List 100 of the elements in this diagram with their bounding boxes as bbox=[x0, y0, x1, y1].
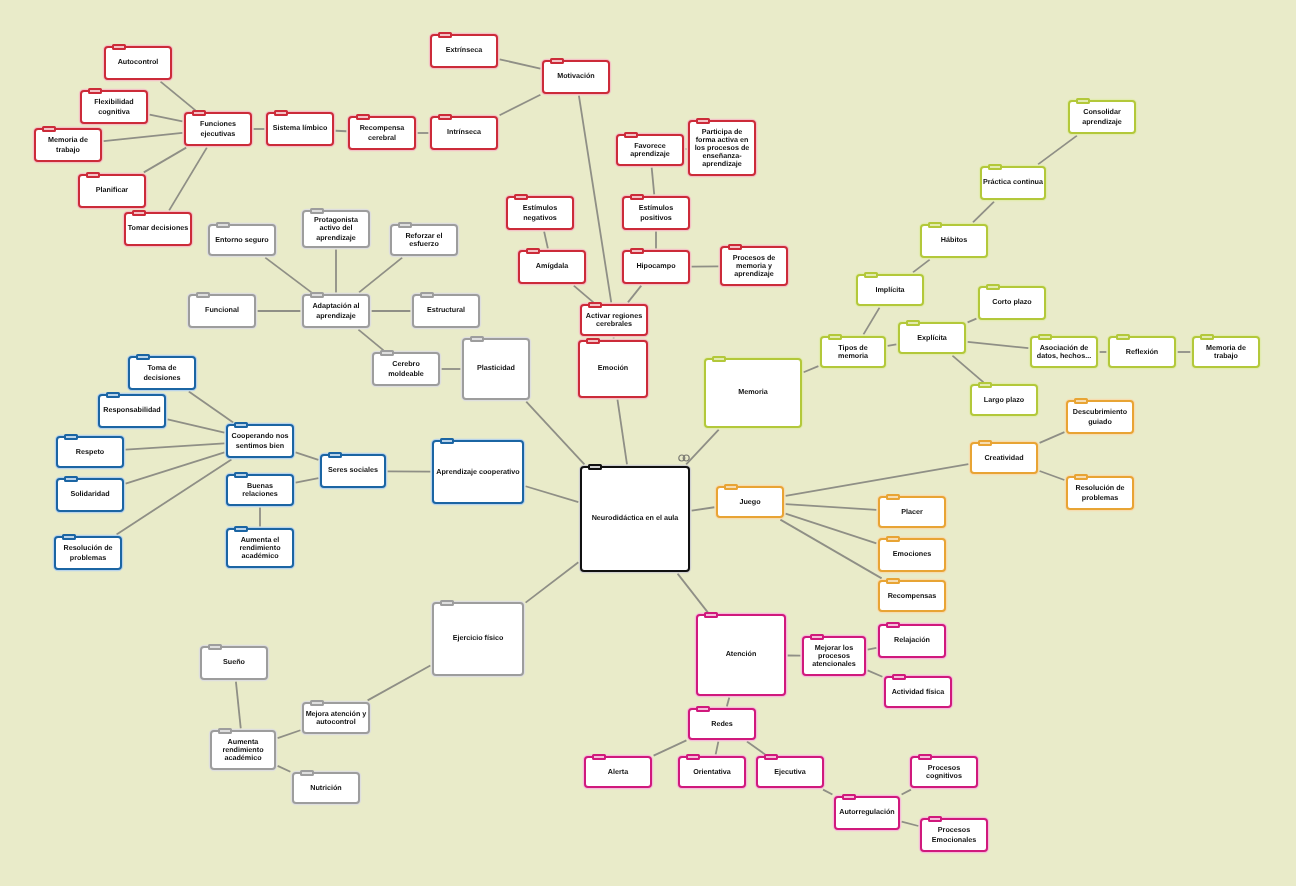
topic-box bbox=[898, 322, 966, 354]
connector-line bbox=[386, 470, 432, 473]
connector-line bbox=[616, 398, 628, 466]
topic-box bbox=[208, 224, 276, 256]
topic-box bbox=[226, 528, 294, 568]
connector-line bbox=[124, 451, 226, 485]
topic-box bbox=[54, 536, 122, 570]
connector-line bbox=[650, 166, 656, 196]
topic-box bbox=[348, 116, 416, 150]
topic-box bbox=[1030, 336, 1098, 368]
connector-line bbox=[866, 646, 878, 651]
topic-box bbox=[34, 128, 102, 162]
topic-box bbox=[720, 246, 788, 286]
connector-line bbox=[784, 512, 878, 545]
connector-line bbox=[370, 310, 412, 312]
topic-box bbox=[970, 442, 1038, 474]
topic-box bbox=[622, 196, 690, 230]
connector-line bbox=[543, 230, 549, 250]
connector-line bbox=[1176, 351, 1192, 353]
connector-line bbox=[746, 740, 766, 756]
topic-box bbox=[78, 174, 146, 208]
topic-box bbox=[1066, 400, 1134, 434]
topic-box bbox=[506, 196, 574, 230]
connector-line bbox=[627, 284, 643, 304]
topic-box bbox=[98, 394, 166, 428]
topic-box bbox=[580, 304, 648, 336]
main-topic-box bbox=[462, 338, 530, 400]
connector-line bbox=[1038, 431, 1066, 444]
topic-box bbox=[878, 538, 946, 572]
topic-box bbox=[878, 580, 946, 612]
main-topic-box bbox=[432, 440, 524, 504]
connector-line bbox=[187, 390, 235, 424]
connector-line bbox=[148, 113, 184, 123]
topic-box bbox=[920, 818, 988, 852]
topic-box bbox=[430, 116, 498, 150]
connector-line bbox=[276, 764, 292, 773]
topic-box bbox=[200, 646, 268, 680]
topic-box bbox=[920, 224, 988, 258]
topic-box bbox=[820, 336, 886, 368]
main-topic-box bbox=[578, 340, 648, 398]
connector-line bbox=[335, 248, 337, 294]
topic-box bbox=[412, 294, 480, 328]
topic-box bbox=[542, 60, 610, 94]
connector-line bbox=[102, 131, 184, 143]
connector-line bbox=[578, 94, 613, 304]
connector-line bbox=[862, 306, 881, 336]
central-topic-box bbox=[580, 466, 690, 572]
connector-line bbox=[972, 200, 995, 224]
connector-line bbox=[259, 506, 261, 528]
connector-line bbox=[652, 739, 688, 757]
topic-box bbox=[302, 702, 370, 734]
topic-box bbox=[878, 624, 946, 658]
topic-box bbox=[226, 474, 294, 506]
connector-line bbox=[900, 788, 912, 796]
connector-line bbox=[294, 477, 320, 484]
topic-box bbox=[678, 756, 746, 788]
topic-box bbox=[128, 356, 196, 390]
topic-box bbox=[1108, 336, 1176, 368]
topic-box bbox=[226, 424, 294, 458]
topic-box bbox=[756, 756, 824, 788]
connector-line bbox=[166, 418, 226, 434]
connector-line bbox=[900, 820, 920, 827]
topic-box bbox=[292, 772, 360, 804]
topic-box bbox=[834, 796, 900, 830]
connector-line bbox=[416, 132, 430, 134]
connector-line bbox=[1038, 470, 1066, 481]
topic-box bbox=[390, 224, 458, 256]
connector-line bbox=[966, 317, 978, 324]
topic-box bbox=[124, 212, 192, 246]
connector-line bbox=[822, 788, 834, 796]
topic-box bbox=[266, 112, 334, 146]
connector-line bbox=[440, 368, 462, 370]
connector-line bbox=[951, 354, 985, 384]
connector-line bbox=[498, 58, 542, 70]
topic-box bbox=[878, 496, 946, 528]
topic-box bbox=[622, 250, 690, 284]
connector-line bbox=[685, 428, 720, 466]
connector-line bbox=[264, 256, 313, 294]
connector-line bbox=[1098, 351, 1108, 353]
main-topic-box bbox=[696, 614, 786, 696]
connector-line bbox=[334, 129, 348, 133]
topic-box bbox=[910, 756, 978, 788]
topic-box bbox=[320, 454, 386, 488]
connector-line bbox=[525, 400, 586, 466]
connector-line bbox=[115, 458, 233, 536]
connector-line bbox=[256, 310, 302, 312]
connector-line bbox=[655, 230, 657, 250]
topic-box bbox=[716, 486, 784, 518]
connector-line bbox=[676, 572, 709, 614]
connector-line bbox=[252, 128, 266, 130]
topic-box bbox=[1068, 100, 1136, 134]
connector-line bbox=[159, 80, 197, 112]
connector-line bbox=[690, 506, 716, 512]
topic-box bbox=[430, 34, 498, 68]
topic-box bbox=[56, 436, 124, 468]
topic-box bbox=[978, 286, 1046, 320]
connector-line bbox=[524, 485, 580, 503]
topic-box bbox=[1192, 336, 1260, 368]
connector-line bbox=[572, 284, 595, 304]
topic-box bbox=[104, 46, 172, 80]
